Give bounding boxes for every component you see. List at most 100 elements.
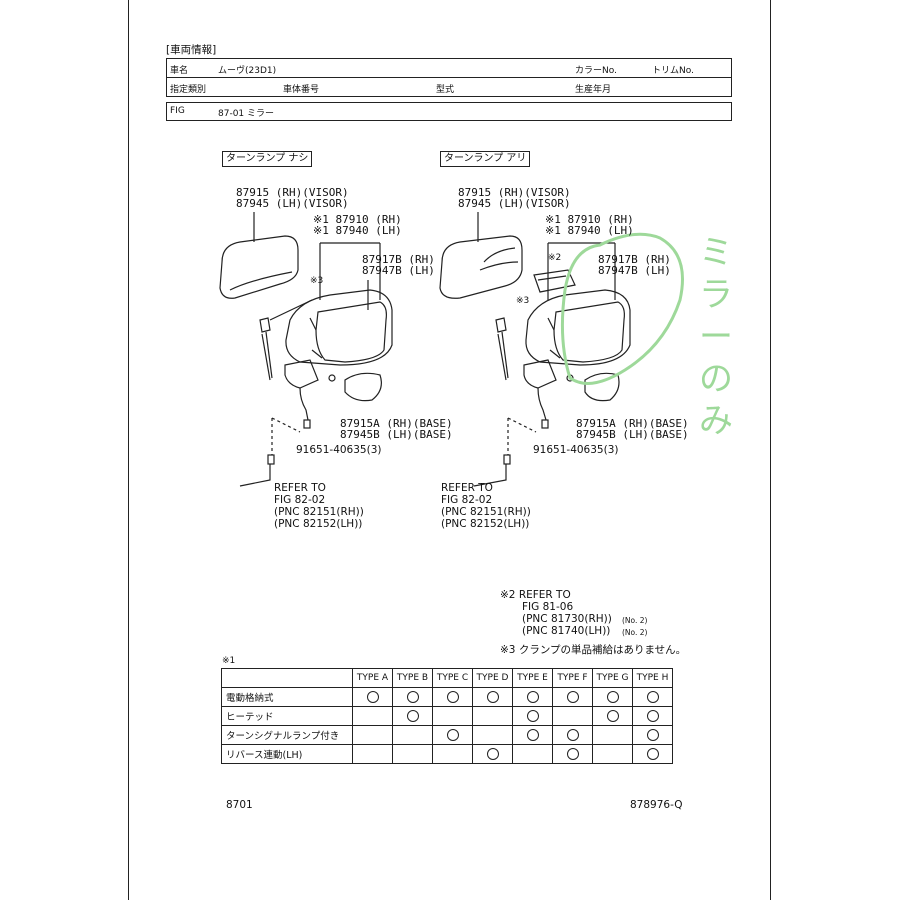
mark-cell	[352, 744, 393, 764]
right-refer-1: FIG 82-02	[441, 494, 493, 506]
note2-num-0: (No. 2)	[622, 616, 648, 625]
mark-cell	[592, 725, 633, 745]
col-type-d: TYPE D	[472, 668, 513, 688]
circle-mark-icon	[646, 691, 659, 703]
table-row: ヒーテッド	[221, 706, 673, 726]
row-feature: 電動格納式	[221, 687, 353, 707]
vehicle-label: 車名	[170, 66, 189, 76]
mark-cell	[552, 706, 593, 726]
mark-cell	[512, 744, 553, 764]
left-refer-0: REFER TO	[274, 482, 326, 494]
divider	[166, 77, 732, 78]
left-base-rh: 87915A (RH)(BASE)	[340, 417, 453, 430]
note2-line-1: FIG 81-06	[522, 601, 574, 613]
mark-cell	[472, 706, 513, 726]
right-refer-0: REFER TO	[441, 482, 493, 494]
mark-cell	[472, 725, 513, 745]
mark-cell	[512, 687, 553, 707]
circle-mark-icon	[606, 691, 619, 703]
mark-cell	[592, 744, 633, 764]
left-refer-3: (PNC 82152(LH))	[274, 518, 363, 530]
left-glass-rh: 87917B (RH)	[362, 253, 435, 266]
handwritten-note: ミラーのみ	[699, 233, 733, 441]
circle-mark-icon	[566, 691, 579, 703]
left-screw: 91651-40635(3)	[296, 444, 382, 456]
right-glass-lh: 87947B (LH)	[598, 264, 671, 277]
note2-num-1: (No. 2)	[622, 628, 648, 637]
left-glass-lh: 87947B (LH)	[362, 264, 435, 277]
mark-cell	[392, 706, 433, 726]
col-type-e: TYPE E	[512, 668, 553, 688]
circle-mark-icon	[526, 691, 539, 703]
circle-mark-icon	[366, 691, 379, 703]
right-assy-rh: ※1 87910 (RH)	[545, 213, 634, 226]
left-assy-lh: ※1 87940 (LH)	[313, 224, 402, 237]
circle-mark-icon	[646, 748, 659, 760]
left-visor-lh: 87945 (LH)(VISOR)	[236, 197, 349, 210]
mark-cell	[552, 687, 593, 707]
mark-cell	[632, 725, 673, 745]
mark-cell	[432, 687, 473, 707]
mark-cell	[512, 725, 553, 745]
footer-right: 878976-Q	[630, 799, 683, 811]
row-feature: ターンシグナルランプ付き	[221, 725, 353, 745]
right-base-lh: 87945B (LH)(BASE)	[576, 428, 689, 441]
table-row: リバース連動(LH)	[221, 744, 673, 764]
circle-mark-icon	[526, 729, 539, 741]
row-feature: ヒーテッド	[221, 706, 353, 726]
color-label: カラーNo.	[575, 66, 617, 76]
mark-cell	[432, 744, 473, 764]
col-type-c: TYPE C	[432, 668, 473, 688]
mark-cell	[552, 744, 593, 764]
mark-cell	[392, 725, 433, 745]
vehicle-value: ムーヴ(23D1)	[218, 66, 277, 76]
right-note3: ※3	[516, 296, 530, 306]
col-type-h: TYPE H	[632, 668, 673, 688]
mark-cell	[432, 725, 473, 745]
table-row: ターンシグナルランプ付き	[221, 725, 673, 745]
right-glass-rh: 87917B (RH)	[598, 253, 671, 266]
mark-cell	[592, 706, 633, 726]
right-assy-lh: ※1 87940 (LH)	[545, 224, 634, 237]
left-title: ターンランプ ナシ	[222, 151, 313, 167]
row-feature: リバース連動(LH)	[221, 744, 353, 764]
mark-cell	[472, 744, 513, 764]
circle-mark-icon	[406, 710, 419, 722]
mark-cell	[352, 725, 393, 745]
note2-line-2: (PNC 81730(RH))	[522, 613, 612, 625]
circle-mark-icon	[486, 691, 499, 703]
left-note3: ※3	[310, 276, 324, 286]
circle-mark-icon	[646, 710, 659, 722]
left-base-lh: 87945B (LH)(BASE)	[340, 428, 453, 441]
mark-cell	[352, 706, 393, 726]
circle-mark-icon	[446, 729, 459, 741]
right-visor-lh: 87945 (LH)(VISOR)	[458, 197, 571, 210]
circle-mark-icon	[606, 710, 619, 722]
mark-cell	[632, 687, 673, 707]
mark-cell	[592, 687, 633, 707]
circle-mark-icon	[566, 729, 579, 741]
mark-cell	[632, 744, 673, 764]
note2-line-3: (PNC 81740(LH))	[522, 625, 611, 637]
mark-cell	[392, 744, 433, 764]
table-mark: ※1	[222, 656, 236, 666]
col-type-a: TYPE A	[352, 668, 393, 688]
mark-cell	[432, 706, 473, 726]
table-corner	[221, 668, 353, 688]
mark-cell	[552, 725, 593, 745]
col-type-f: TYPE F	[552, 668, 593, 688]
right-refer-3: (PNC 82152(LH))	[441, 518, 530, 530]
category-label: 指定類別	[170, 85, 207, 95]
col-type-b: TYPE B	[392, 668, 433, 688]
fig-box	[166, 102, 732, 121]
circle-mark-icon	[486, 748, 499, 760]
circle-mark-icon	[526, 710, 539, 722]
right-refer-2: (PNC 82151(RH))	[441, 506, 531, 518]
page-border	[128, 0, 771, 900]
mark-cell	[392, 687, 433, 707]
left-refer-1: FIG 82-02	[274, 494, 326, 506]
circle-mark-icon	[566, 748, 579, 760]
handwritten-circle	[560, 232, 684, 385]
fig-value: 87-01 ミラー	[218, 109, 275, 119]
mark-cell	[632, 706, 673, 726]
